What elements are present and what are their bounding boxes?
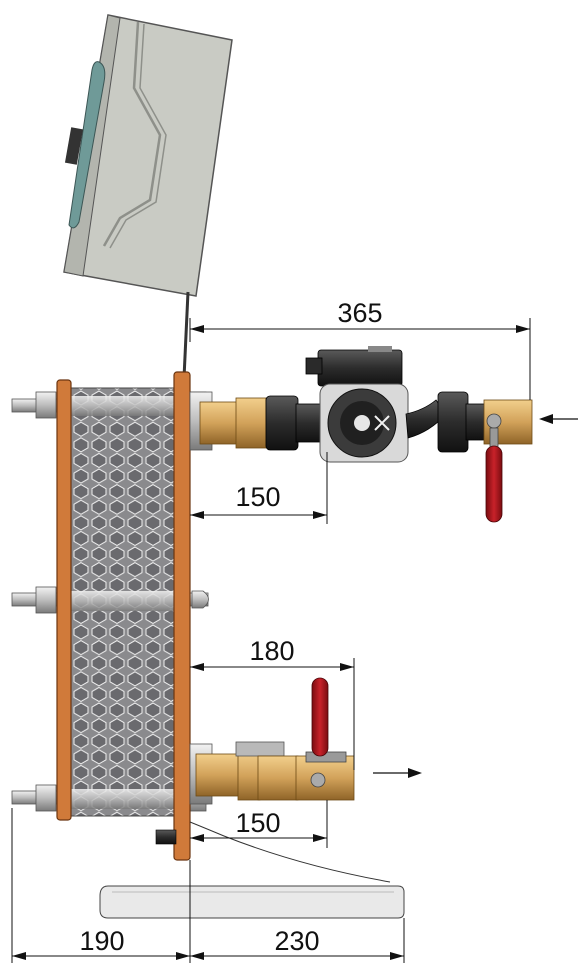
dimension-150-lower: 150	[190, 800, 328, 848]
dimension-label: 150	[235, 808, 280, 838]
fan-icon	[374, 415, 390, 431]
frame-plate-right	[173, 371, 191, 861]
dimension-label: 150	[235, 482, 280, 512]
frame-plate-left	[56, 379, 72, 821]
controller-knob	[64, 127, 84, 165]
brass-fitting	[199, 401, 239, 445]
dimension-label: 365	[337, 298, 382, 328]
stand-base	[99, 885, 405, 919]
lower-pipe-assembly	[189, 677, 355, 805]
drain-stud	[155, 829, 177, 845]
dimension-365: 365	[189, 298, 531, 400]
controller-cable-groove	[102, 21, 162, 247]
dimension-label: 230	[274, 926, 319, 956]
mounting-stand	[99, 821, 405, 919]
dimension-150-upper: 150	[190, 452, 328, 524]
upper-pipe-assembly	[189, 346, 533, 523]
lower-valve-handle	[311, 677, 329, 757]
brass-fitting	[195, 753, 241, 797]
arrow-left-icon	[539, 414, 578, 424]
dimension-label: 180	[249, 636, 294, 666]
controller-display	[68, 61, 106, 229]
plate-pack-band-middle	[70, 591, 178, 611]
brass-nut	[237, 751, 261, 801]
dimension-180: 180	[190, 636, 355, 770]
plate-pack-band-top	[70, 396, 178, 416]
upper-valve-handle	[485, 445, 503, 523]
circulation-pump	[305, 346, 409, 463]
brass-nut	[235, 397, 267, 449]
arrow-right-icon	[373, 768, 422, 778]
dimension-label: 190	[79, 926, 124, 956]
plate-pack-band-bottom	[70, 789, 178, 809]
pump-union-left	[265, 395, 299, 451]
brass-union	[257, 755, 299, 801]
dimension-base: 190 230	[11, 808, 405, 963]
pump-union-right	[437, 391, 469, 453]
controller-mount-rod	[182, 291, 190, 379]
pump-terminal-box	[317, 349, 403, 387]
controller-unit	[63, 14, 233, 379]
